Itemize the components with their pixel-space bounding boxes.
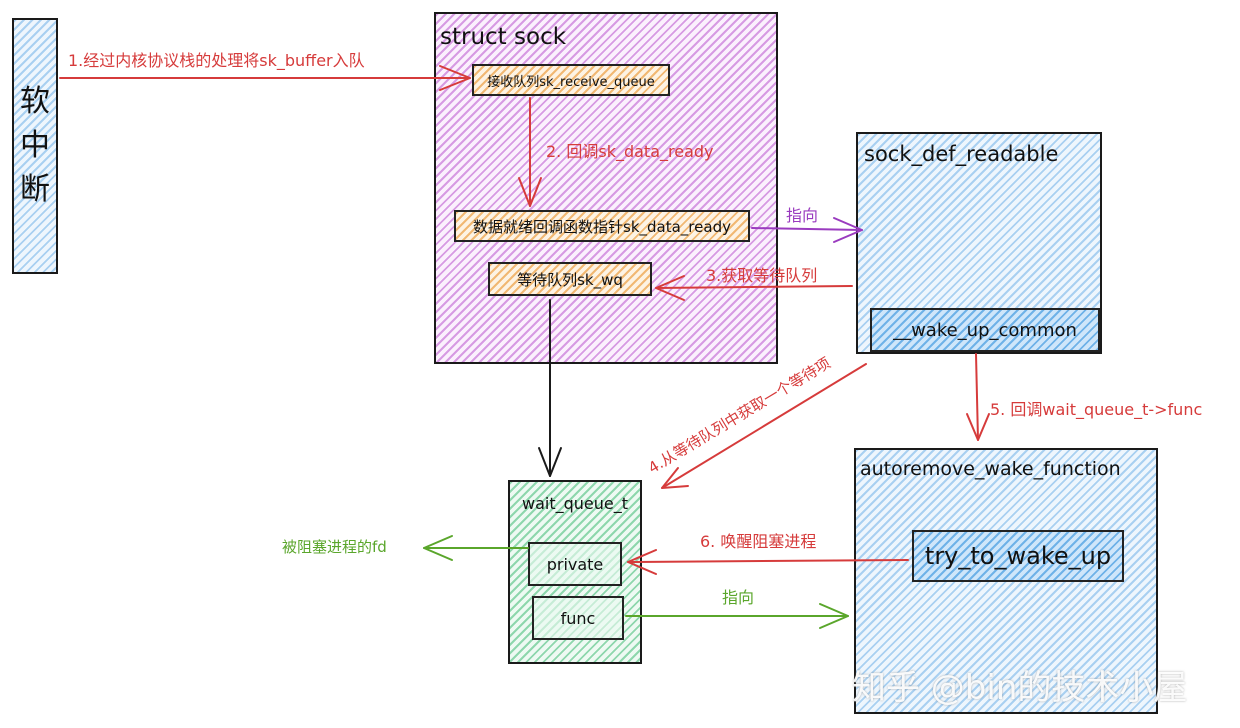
sk-wq-box: 等待队列sk_wq	[488, 262, 652, 296]
watermark: 知乎 @bin的技术小屋	[852, 668, 1188, 708]
label-step1: 1.经过内核协议栈的处理将sk_buffer入队	[68, 51, 365, 70]
arrow-step2	[518, 97, 542, 207]
wake-up-common-label: __wake_up_common	[893, 319, 1077, 341]
arrow-step6	[627, 549, 909, 575]
label-points-to-1: 指向	[786, 206, 819, 225]
try-to-wake-up-box: try_to_wake_up	[912, 530, 1124, 582]
label-points-to-2: 指向	[722, 588, 755, 607]
sk-wq-label: 等待队列sk_wq	[517, 270, 623, 289]
private-label: private	[546, 554, 604, 574]
sock-def-readable-title: sock_def_readable	[864, 142, 1059, 166]
softirq-char-1: 软	[20, 84, 50, 119]
arrow-step1	[59, 65, 471, 91]
arrow-func-to-autoremove	[625, 603, 849, 629]
wait-queue-title: wait_queue_t	[522, 494, 629, 513]
label-step3: 3.获取等待队列	[706, 266, 818, 285]
softirq-char-2: 中	[20, 128, 50, 163]
arrow-private-to-fd	[423, 535, 529, 561]
arrow-step5	[966, 353, 990, 441]
struct-sock-title: struct sock	[440, 24, 567, 50]
receive-queue-label: 接收队列sk_receive_queue	[487, 74, 655, 90]
autoremove-title: autoremove_wake_function	[860, 458, 1121, 480]
receive-queue-box: 接收队列sk_receive_queue	[472, 64, 670, 96]
label-step5: 5. 回调wait_queue_t->func	[990, 400, 1203, 419]
arrow-step3	[655, 275, 853, 301]
arrow-step4	[661, 363, 867, 489]
try-to-wake-up-label: try_to_wake_up	[924, 542, 1112, 570]
softirq-char-3: 断	[20, 172, 50, 207]
arrow-wq-to-wait-queue	[538, 299, 562, 477]
arrow-points-to-readable	[751, 217, 863, 243]
func-box: func	[532, 596, 624, 640]
data-ready-label: 数据就绪回调函数指针sk_data_ready	[473, 217, 731, 236]
softirq-box: 软 中 断	[12, 18, 58, 274]
data-ready-box: 数据就绪回调函数指针sk_data_ready	[454, 210, 750, 242]
wake-up-common-box: __wake_up_common	[870, 308, 1100, 352]
label-step6: 6. 唤醒阻塞进程	[700, 532, 817, 551]
label-blocked-fd: 被阻塞进程的fd	[282, 538, 387, 556]
label-step2: 2. 回调sk_data_ready	[546, 142, 714, 161]
private-box: private	[528, 542, 622, 586]
func-label: func	[560, 608, 596, 628]
